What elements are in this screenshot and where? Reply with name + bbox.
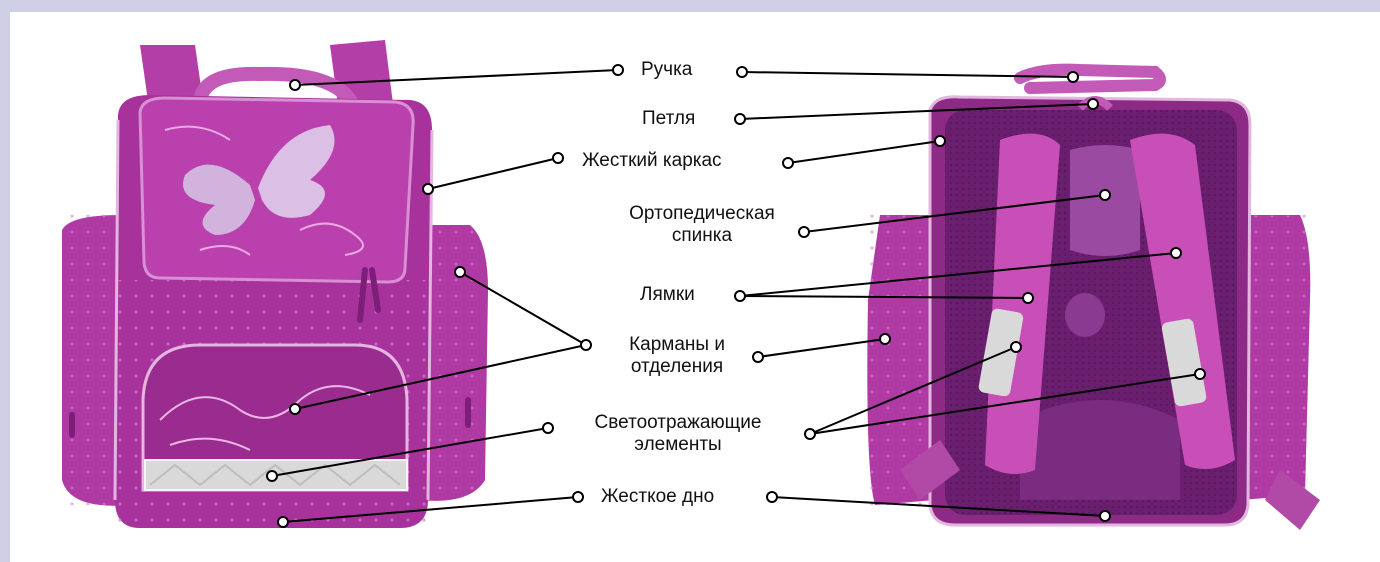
- leader-dot: [573, 492, 583, 502]
- leader-dot: [290, 404, 300, 414]
- leader-dot: [767, 492, 777, 502]
- label-orthopedic-line1: Ортопедическая: [629, 203, 775, 225]
- leader-frame-back: [788, 141, 940, 163]
- front-backpack: [62, 40, 488, 528]
- leader-dot: [735, 291, 745, 301]
- leader-pockets-3: [758, 339, 885, 357]
- leader-dot: [581, 340, 591, 350]
- leader-dot: [1011, 342, 1021, 352]
- leader-dot: [880, 334, 890, 344]
- label-reflective-line1: Светоотражающие: [595, 412, 762, 434]
- label-straps: Лямки: [640, 284, 695, 306]
- leader-dot: [613, 65, 623, 75]
- leader-dot: [737, 67, 747, 77]
- label-pockets-line1: Карманы и: [629, 334, 725, 356]
- leader-dot: [455, 267, 465, 277]
- leader-dot: [423, 184, 433, 194]
- leader-dot: [783, 158, 793, 168]
- label-orthopedic-line2: спинка: [629, 225, 775, 247]
- label-reflective: Светоотражающие элементы: [595, 412, 762, 456]
- front-handle: [200, 74, 350, 100]
- leader-dot: [278, 517, 288, 527]
- leader-dot: [1100, 190, 1110, 200]
- orthopedic-pad-center: [1065, 293, 1105, 337]
- orthopedic-pad-bottom: [1020, 400, 1180, 500]
- back-handle: [1020, 70, 1160, 88]
- leader-dot: [935, 136, 945, 146]
- leader-dot: [1171, 248, 1181, 258]
- leader-dot: [553, 153, 563, 163]
- label-pockets-line2: отделения: [629, 356, 725, 378]
- leader-frame-front: [428, 158, 558, 189]
- leader-dot: [805, 429, 815, 439]
- leader-dot: [543, 423, 553, 433]
- leader-dot: [1023, 293, 1033, 303]
- label-rigid-frame: Жесткий каркас: [582, 150, 722, 172]
- label-loop: Петля: [642, 108, 695, 130]
- leader-dot: [1195, 369, 1205, 379]
- leader-dot: [267, 471, 277, 481]
- leader-dot: [290, 80, 300, 90]
- leader-dot: [799, 227, 809, 237]
- leader-dot: [735, 114, 745, 124]
- label-rigid-bottom: Жесткое дно: [601, 486, 714, 508]
- label-handle: Ручка: [641, 59, 692, 81]
- label-reflective-line2: элементы: [595, 434, 762, 456]
- label-pockets: Карманы и отделения: [629, 334, 725, 378]
- leader-dot: [1100, 511, 1110, 521]
- leader-dot: [753, 352, 763, 362]
- label-orthopedic-back: Ортопедическая спинка: [629, 203, 775, 247]
- leader-dot: [1068, 72, 1078, 82]
- leader-dot: [1088, 99, 1098, 109]
